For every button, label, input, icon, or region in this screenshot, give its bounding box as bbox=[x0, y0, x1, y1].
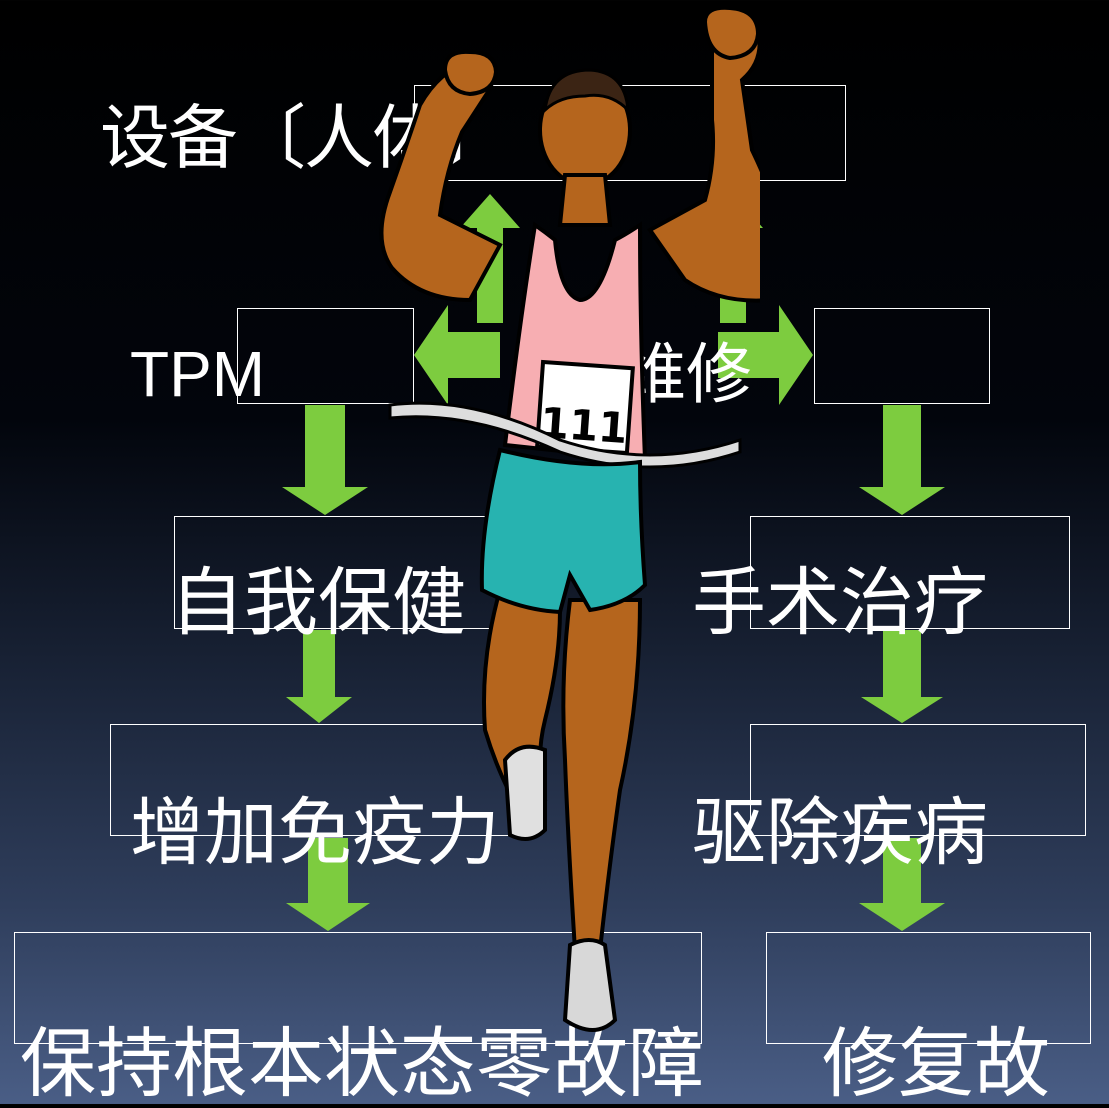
surgery-box bbox=[750, 516, 1070, 629]
runner-right-shoe bbox=[562, 938, 618, 1032]
runner-right-fist bbox=[702, 5, 760, 61]
down-arrow-immunity bbox=[286, 838, 370, 931]
runner-hair bbox=[542, 68, 630, 114]
cure-disease-box bbox=[750, 724, 1086, 836]
zero-fault-box bbox=[14, 932, 702, 1044]
runner-left-arm bbox=[379, 59, 503, 303]
runner-shorts bbox=[479, 447, 648, 615]
tpm-box bbox=[237, 308, 414, 404]
runner-right-arm bbox=[647, 15, 760, 303]
runner-right-leg bbox=[561, 598, 643, 952]
runner-left-fist bbox=[442, 49, 499, 97]
immunity-label: 增加免疫力 bbox=[130, 790, 500, 876]
runner-left-shoe bbox=[502, 744, 547, 841]
zero-fault-label: 保持根本状态零故障 bbox=[20, 1019, 704, 1108]
self-care-label: 自我保健 bbox=[170, 560, 466, 646]
tpm-label: TPM bbox=[130, 338, 266, 410]
cure-disease-label: 驱除疾病 bbox=[692, 790, 988, 876]
down-arrow-selfcare bbox=[286, 630, 352, 723]
right-arrow-repair bbox=[718, 305, 813, 405]
repair-box bbox=[814, 308, 990, 404]
runner-illustration: 111 bbox=[379, 5, 760, 1032]
finish-tape bbox=[388, 401, 742, 469]
down-arrow-tpm bbox=[282, 405, 368, 515]
left-arrow-tpm bbox=[414, 305, 500, 405]
down-arrow-surgery bbox=[861, 630, 943, 723]
down-arrow-repair bbox=[859, 405, 945, 515]
repair-fault-label: 修复故 bbox=[822, 1019, 1050, 1108]
repair-fault-box bbox=[766, 932, 1091, 1044]
surgery-label: 手术治疗 bbox=[692, 560, 988, 646]
down-arrow-cure bbox=[859, 838, 945, 931]
